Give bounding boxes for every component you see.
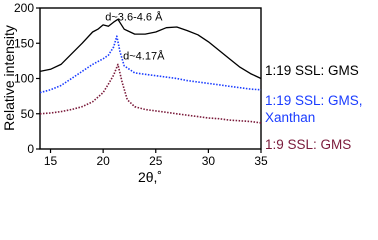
y-tick-label: 0 xyxy=(27,142,34,156)
x-tick-label: 35 xyxy=(254,154,268,168)
legend-entry-0: 1:19 SSL: GMS xyxy=(265,63,359,78)
x-axis: 15 20 25 30 35 xyxy=(44,149,268,168)
x-tick-label: 20 xyxy=(96,154,110,168)
y-tick-label: 50 xyxy=(21,107,35,121)
annotation-layer: d~3.6-4.6 Å d~4.17Å xyxy=(105,11,165,63)
series-line-1 xyxy=(39,35,262,94)
y-axis-title: Relative intensity xyxy=(1,25,17,131)
legend-entry-1: 1:19 SSL: GMS,Xanthan xyxy=(265,93,363,125)
legend-entry-2: 1:9 SSL: GMS xyxy=(265,137,351,152)
legend: 1:19 SSL: GMS 1:19 SSL: GMS,Xanthan 1:9 SS… xyxy=(265,63,363,152)
x-axis-title: 2θ,˚ xyxy=(138,169,162,185)
peak-annotation: d~3.6-4.6 Å xyxy=(105,11,163,24)
x-tick-label: 15 xyxy=(44,154,58,168)
y-tick-label: 100 xyxy=(14,72,34,86)
y-tick-label: 200 xyxy=(14,1,34,15)
series-layer xyxy=(39,18,262,124)
series-line-2 xyxy=(39,63,262,124)
peak-annotation: d~4.17Å xyxy=(123,49,165,62)
plot-frame xyxy=(39,7,262,150)
xrd-chart: 0 50 100 150 200 15 20 25 30 35 d~3.6-4.6 Å d~4.1… xyxy=(1,1,363,185)
x-tick-label: 25 xyxy=(149,154,163,168)
series-line-0 xyxy=(39,18,262,80)
y-tick-label: 150 xyxy=(14,36,34,50)
x-tick-label: 30 xyxy=(202,154,216,168)
y-axis: 0 50 100 150 200 xyxy=(14,1,40,156)
